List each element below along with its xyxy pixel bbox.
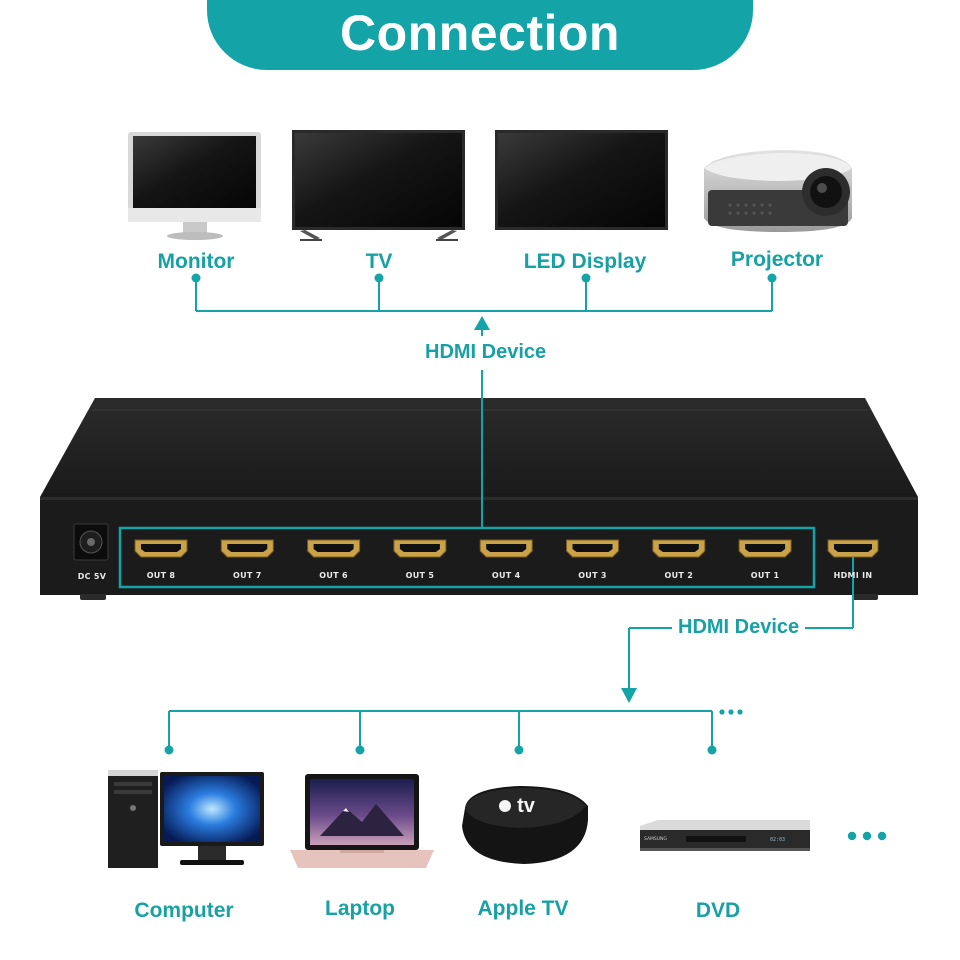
more-devices-dots bbox=[847, 831, 887, 841]
output-connector-lines bbox=[191, 273, 777, 312]
hdmi-output-port-label: OUT 7 bbox=[233, 571, 262, 580]
title-banner: Connection bbox=[207, 0, 753, 70]
device-label-dvd: DVD bbox=[695, 899, 741, 922]
output-ports: OUT 8 OUT 7 OUT 6 OUT 5 OUT 4 OUT 3 OUT 2 OUT 1 bbox=[134, 539, 792, 580]
page-title: Connection bbox=[340, 5, 620, 61]
dvd-brand: SAMSUNG bbox=[644, 836, 667, 842]
hdmi-output-port-label: OUT 8 bbox=[147, 571, 176, 580]
hdmi-output-port-label: OUT 2 bbox=[664, 571, 693, 580]
dc-power-jack bbox=[73, 523, 109, 561]
led-display-icon bbox=[495, 130, 668, 230]
hdmi-output-port: OUT 7 bbox=[220, 539, 274, 580]
hdmi-splitter: OUT 8 OUT 7 OUT 6 OUT 5 OUT 4 OUT 3 OUT 2 OUT 1 bbox=[40, 398, 918, 600]
device-label-monitor: Monitor bbox=[157, 250, 235, 273]
device-label-tv: TV bbox=[365, 250, 393, 273]
dc-5v-label: DC 5V bbox=[78, 572, 107, 581]
hdmi-output-port-label: OUT 4 bbox=[492, 571, 521, 580]
hdmi-output-port: OUT 2 bbox=[652, 539, 706, 580]
hdmi-in-label: HDMI IN bbox=[834, 571, 873, 580]
device-label-laptop: Laptop bbox=[325, 897, 395, 920]
hdmi-output-port: OUT 1 bbox=[738, 539, 792, 580]
projector-icon bbox=[704, 150, 852, 232]
hdmi-output-port: OUT 4 bbox=[479, 539, 533, 580]
apple-tv-brand: tv bbox=[517, 795, 536, 817]
output-ports-highlight bbox=[118, 526, 816, 589]
device-label-projector: Projector bbox=[730, 248, 824, 271]
hdmi-output-port-label: OUT 6 bbox=[319, 571, 348, 580]
hdmi-output-port-label: OUT 3 bbox=[578, 571, 607, 580]
output-arrow bbox=[474, 316, 490, 528]
hdmi-output-port: OUT 6 bbox=[307, 539, 361, 580]
hdmi-in-port bbox=[827, 539, 879, 558]
computer-icon bbox=[108, 770, 264, 868]
hdmi-output-port-label: OUT 5 bbox=[406, 571, 435, 580]
input-connector-lines bbox=[164, 557, 854, 755]
tv-icon bbox=[292, 130, 465, 241]
monitor-icon bbox=[128, 132, 261, 240]
device-label-computer: Computer bbox=[134, 899, 234, 922]
hdmi-output-port-label: OUT 1 bbox=[751, 571, 780, 580]
dvd-display: 02:03 bbox=[770, 837, 785, 843]
hdmi-device-input-label: HDMI Device bbox=[672, 616, 806, 639]
device-label-led-display: LED Display bbox=[523, 250, 647, 273]
hdmi-output-port: OUT 3 bbox=[566, 539, 619, 580]
laptop-icon bbox=[290, 774, 434, 868]
ellipsis-line bbox=[719, 709, 743, 715]
dvd-player-icon: SAMSUNG 02:03 bbox=[640, 820, 810, 851]
device-label-apple-tv: Apple TV bbox=[477, 897, 569, 920]
hdmi-output-port: OUT 5 bbox=[393, 539, 447, 580]
apple-tv-icon: tv bbox=[462, 786, 588, 864]
hdmi-output-port: OUT 8 bbox=[134, 539, 188, 580]
hdmi-device-output-label: HDMI Device bbox=[419, 341, 553, 364]
